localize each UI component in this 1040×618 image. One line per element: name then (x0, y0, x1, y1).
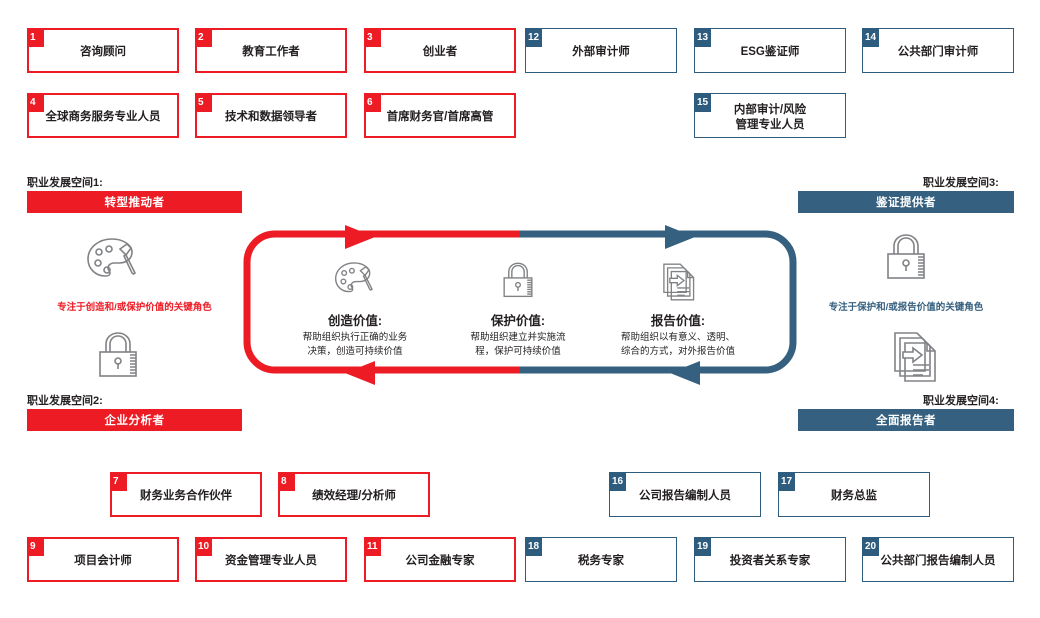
role-label: 首席财务官/首席高管 (386, 111, 494, 124)
role-label: 内部审计/风险 管理专业人员 (733, 104, 807, 131)
space4-title: 全面报告者 (876, 415, 936, 427)
space4-caption: 职业发展空间4: (923, 395, 999, 407)
role-number: 7 (110, 472, 127, 491)
role-box-12[interactable]: 12 外部审计师 (525, 28, 677, 73)
role-box-17[interactable]: 17 财务总监 (778, 472, 930, 517)
role-number: 11 (364, 537, 381, 556)
role-number: 5 (195, 93, 212, 112)
role-label: 全球商务服务专业人员 (45, 111, 161, 124)
role-box-5[interactable]: 5 技术和数据领导者 (195, 93, 347, 138)
space1-title: 转型推动者 (104, 197, 165, 209)
space1-header: 转型推动者 (27, 191, 242, 213)
value-title: 保护价值: (490, 314, 546, 328)
role-label: 外部审计师 (572, 46, 630, 59)
lock-icon (92, 328, 144, 389)
role-box-20[interactable]: 20 公共部门报告编制人员 (862, 537, 1014, 582)
role-number: 18 (525, 537, 542, 556)
role-box-1[interactable]: 1 咨询顾问 (27, 28, 179, 73)
role-label: 资金管理专业人员 (225, 555, 317, 568)
arrowhead-blue-bottom (670, 361, 700, 385)
role-label: 创业者 (422, 46, 458, 59)
role-box-18[interactable]: 18 税务专家 (525, 537, 677, 582)
report-icon (603, 255, 753, 303)
right-focus-caption: 专注于保护和/或报告价值的关键角色 (828, 302, 984, 313)
role-number: 6 (364, 93, 381, 112)
role-label: 教育工作者 (242, 46, 300, 59)
role-label: 财务总监 (831, 490, 877, 503)
role-label: 公司金融专家 (405, 555, 475, 568)
left-focus-caption: 专注于创造和/或保护价值的关键角色 (57, 302, 212, 313)
space2-title: 企业分析者 (104, 415, 165, 427)
role-number: 2 (195, 28, 212, 47)
role-label: ESG鉴证师 (740, 46, 800, 59)
role-box-3[interactable]: 3 创业者 (364, 28, 516, 73)
role-number: 14 (862, 28, 879, 47)
value-description: 帮助组织以有意义、透明、 综合的方式，对外报告价值 (620, 332, 735, 357)
role-number: 19 (694, 537, 711, 556)
value-title: 创造价值: (327, 314, 383, 328)
role-number: 8 (278, 472, 295, 491)
role-number: 4 (27, 93, 44, 112)
palette-icon (280, 255, 430, 303)
role-number: 17 (778, 472, 795, 491)
role-number: 20 (862, 537, 879, 556)
role-box-19[interactable]: 19 投资者关系专家 (694, 537, 846, 582)
role-label: 公共部门报告编制人员 (880, 555, 996, 568)
role-box-10[interactable]: 10 资金管理专业人员 (195, 537, 347, 582)
role-label: 投资者关系专家 (729, 555, 811, 568)
report-icon (883, 325, 945, 390)
role-number: 15 (694, 93, 711, 112)
role-box-7[interactable]: 7 财务业务合作伙伴 (110, 472, 262, 517)
role-number: 3 (364, 28, 381, 47)
role-number: 12 (525, 28, 542, 47)
role-label: 财务业务合作伙伴 (140, 490, 232, 503)
role-label: 公共部门审计师 (897, 46, 979, 59)
role-box-4[interactable]: 4 全球商务服务专业人员 (27, 93, 179, 138)
space4-header: 全面报告者 (798, 409, 1014, 431)
role-label: 绩效经理/分析师 (312, 490, 396, 503)
lock-icon (443, 255, 593, 303)
role-box-16[interactable]: 16 公司报告编制人员 (609, 472, 761, 517)
role-label: 公司报告编制人员 (639, 490, 731, 503)
role-label: 项目会计师 (74, 555, 132, 568)
value-column-report: 报告价值: 帮助组织以有意义、透明、 综合的方式，对外报告价值 (603, 255, 753, 359)
role-number: 16 (609, 472, 626, 491)
role-number: 10 (195, 537, 212, 556)
space1-caption: 职业发展空间1: (27, 177, 103, 189)
role-number: 1 (27, 28, 44, 47)
role-box-13[interactable]: 13 ESG鉴证师 (694, 28, 846, 73)
arrowhead-blue-top (665, 225, 695, 249)
role-box-9[interactable]: 9 项目会计师 (27, 537, 179, 582)
space3-header: 鉴证提供者 (798, 191, 1014, 213)
role-label: 技术和数据领导者 (225, 111, 317, 124)
value-column-protect: 保护价值: 帮助组织建立并实施流 程，保护可持续价值 (443, 255, 593, 359)
space3-caption: 职业发展空间3: (923, 177, 999, 189)
value-description: 帮助组织执行正确的业务 决策，创造可持续价值 (302, 332, 408, 357)
role-number: 13 (694, 28, 711, 47)
role-label: 税务专家 (578, 555, 624, 568)
space3-title: 鉴证提供者 (876, 197, 936, 209)
role-box-2[interactable]: 2 教育工作者 (195, 28, 347, 73)
role-box-15[interactable]: 15 内部审计/风险 管理专业人员 (694, 93, 846, 138)
value-description: 帮助组织建立并实施流 程，保护可持续价值 (470, 332, 566, 357)
role-label: 咨询顾问 (80, 46, 126, 59)
role-box-14[interactable]: 14 公共部门审计师 (862, 28, 1014, 73)
space2-header: 企业分析者 (27, 409, 242, 431)
role-box-6[interactable]: 6 首席财务官/首席高管 (364, 93, 516, 138)
role-box-11[interactable]: 11 公司金融专家 (364, 537, 516, 582)
arrowhead-red-top (345, 225, 375, 249)
arrowhead-red-bottom (345, 361, 375, 385)
value-title: 报告价值: (650, 314, 706, 328)
value-column-create: 创造价值: 帮助组织执行正确的业务 决策，创造可持续价值 (280, 255, 430, 359)
role-box-8[interactable]: 8 绩效经理/分析师 (278, 472, 430, 517)
lock-icon (880, 230, 932, 291)
palette-icon (82, 232, 144, 295)
role-number: 9 (27, 537, 44, 556)
space2-caption: 职业发展空间2: (27, 395, 103, 407)
